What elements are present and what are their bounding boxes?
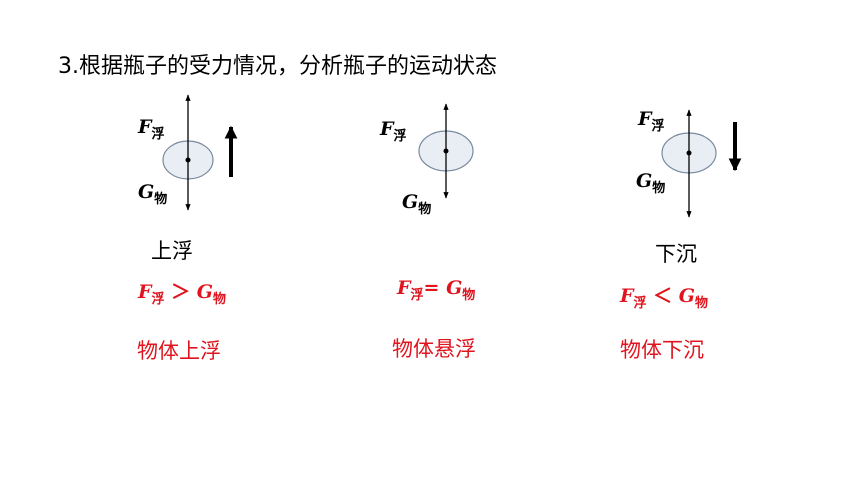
center-dot <box>686 150 692 156</box>
buoyancy-label: F浮 <box>638 108 665 134</box>
buoyancy-label: F浮 <box>380 118 407 144</box>
relation-rise: F浮 ＞ G物 <box>138 281 227 307</box>
gravity-label: G物 <box>636 170 666 196</box>
relation-suspend: F浮= G物 <box>397 277 476 303</box>
center-dot <box>185 157 191 163</box>
conclusion-suspend: 物体悬浮 <box>392 337 476 361</box>
state-label-sink: 下沉 <box>655 242 697 266</box>
diagram-3 <box>661 109 742 218</box>
diagram-2 <box>418 103 474 199</box>
buoyancy-label: F浮 <box>138 116 165 142</box>
relation-sink: F浮 ＜ G物 <box>620 285 709 311</box>
diagram-1 <box>162 94 238 211</box>
state-label-rise: 上浮 <box>151 239 193 263</box>
gravity-label: G物 <box>402 191 432 217</box>
gravity-label: G物 <box>138 181 168 207</box>
center-dot <box>443 148 449 154</box>
conclusion-rise: 物体上浮 <box>137 339 221 363</box>
conclusion-sink: 物体下沉 <box>620 338 704 362</box>
page-title: 3.根据瓶子的受力情况，分析瓶子的运动状态 <box>58 54 497 79</box>
